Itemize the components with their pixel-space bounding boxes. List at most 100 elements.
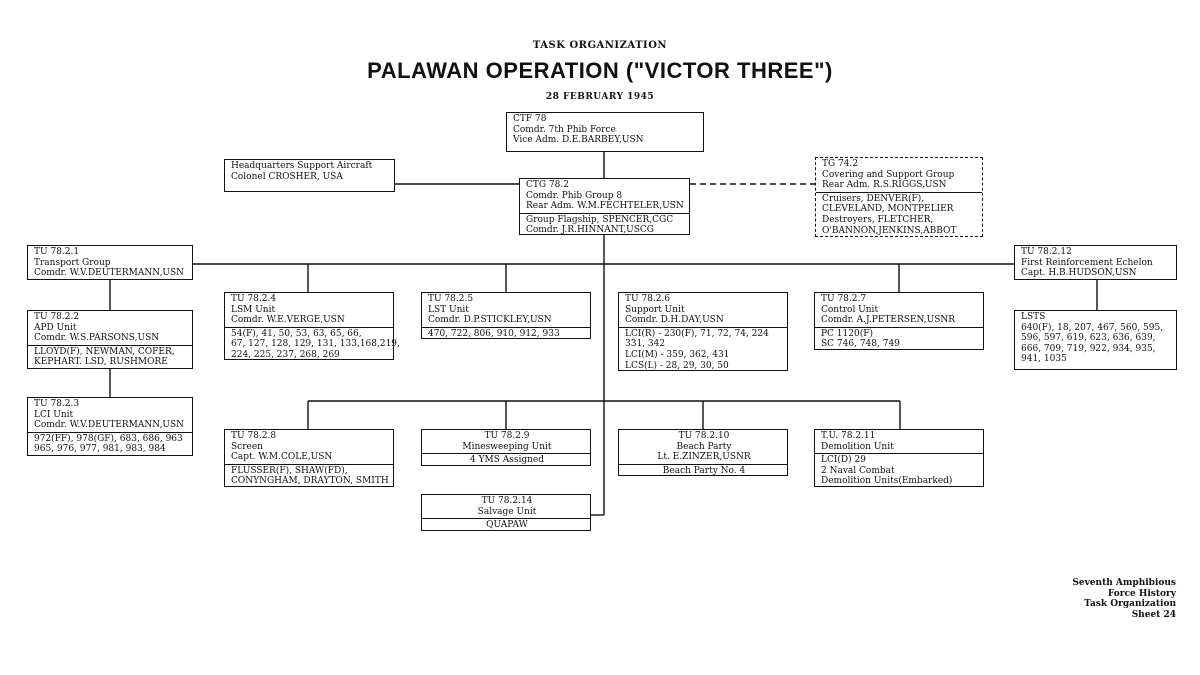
unit-text-line: PC 1120(F)	[821, 328, 873, 339]
unit-text-line: Control Unit	[821, 304, 879, 315]
unit-text-line: Salvage Unit	[477, 506, 537, 517]
unit-text-line: Comdr. W.E.VERGE,USN	[231, 315, 345, 326]
unit-text-line: Comdr. W.V.DEUTERMANN,USN	[34, 268, 185, 279]
unit-text-line: TU 78.2.6	[625, 294, 671, 304]
unit-text-line: Vice Adm. D.E.BARBEY,USN	[513, 135, 644, 146]
unit-text-line: CONYNGHAM, DRAYTON, SMITH	[231, 476, 389, 487]
unit-details: 54(F), 41, 50, 53, 63, 65, 66,67, 127, 1…	[225, 326, 400, 362]
unit-text-line: QUAPAW	[486, 520, 528, 531]
unit-text-line: TU 78.2.10	[678, 431, 730, 441]
footer-line: Sheet 24	[1131, 609, 1176, 620]
unit-text-line: LCS(L) - 28, 29, 30, 50	[625, 360, 729, 371]
unit-text-line: Capt. W.M.COLE,USN	[231, 452, 333, 463]
unit-text-line: Colonel CROSHER, USA	[231, 171, 343, 182]
unit-details: FLUSSER(F), SHAW(FD),CONYNGHAM, DRAYTON,…	[225, 463, 393, 488]
footer-line: Force History	[1107, 588, 1176, 599]
unit-text-line: O'BANNON,JENKINS,ABBOT	[822, 225, 957, 236]
unit-text-line: 965, 976, 977, 981, 983, 984	[34, 444, 166, 455]
unit-text-line: LCI Unit	[34, 409, 74, 420]
unit-details: LLOYD(F), NEWMAN, COFER,KEPHART. LSD, RU…	[28, 344, 192, 369]
unit-text-line: Comdr. D.H.DAY,USN	[625, 315, 724, 326]
date-label: 28 FEBRUARY 1945	[545, 92, 655, 102]
unit-text-line: Minesweeping Unit	[462, 441, 552, 452]
sheet-footer: Seventh Amphibious Force History Task Or…	[1072, 578, 1176, 620]
unit-text-line: TU 78.2.2	[34, 312, 80, 322]
unit-text-line: TG 74.2	[822, 159, 859, 169]
unit-text-line: T.U. 78.2.11	[821, 431, 876, 441]
page-title: PALAWAN OPERATION ("VICTOR THREE")	[367, 58, 833, 83]
unit-text-line: 666, 709, 719, 922, 934, 935,	[1021, 343, 1156, 354]
unit-text-line: Comdr. Phib Group 8	[526, 190, 623, 201]
unit-text-line: CTG 78.2	[526, 180, 569, 190]
unit-text-line: First Reinforcement Echelon	[1021, 257, 1153, 268]
unit-text-line: 640(F), 18, 207, 467, 560, 595,	[1021, 322, 1164, 333]
unit-text-line: LSTS	[1021, 312, 1046, 322]
unit-text-line: 54(F), 41, 50, 53, 63, 65, 66,	[231, 328, 362, 339]
unit-text-line: Comdr. W.V.DEUTERMANN,USN	[34, 420, 185, 431]
unit-text-line: TU 78.2.1	[34, 247, 80, 257]
unit-text-line: Cruisers, DENVER(F),	[822, 193, 925, 204]
unit-text-line: 331, 342	[625, 339, 666, 350]
unit-text-line: 4 YMS Assigned	[469, 455, 545, 466]
unit-details: PC 1120(F)SC 746, 748, 749	[815, 326, 983, 351]
unit-text-line: Destroyers, FLETCHER,	[822, 214, 934, 225]
unit-text-line: Beach Party No. 4	[662, 465, 746, 476]
unit-text-line: TU 78.2.9	[484, 431, 530, 441]
unit-text-line: 2 Naval Combat	[821, 465, 895, 476]
unit-text-line: Rear Adm. W.M.FECHTELER,USN	[526, 201, 684, 212]
unit-text-line: 972(FF), 978(GF), 683, 686, 963	[34, 433, 183, 444]
supertitle: TASK ORGANIZATION	[532, 40, 668, 51]
unit-text-line: 224, 225, 237, 268, 269	[231, 349, 340, 360]
unit-text-line: 596, 597, 619, 623, 636, 639,	[1021, 333, 1156, 344]
unit-text-line: Comdr. D.P.STICKLEY,USN	[428, 315, 552, 326]
unit-text-line: Headquarters Support Aircraft	[231, 161, 373, 171]
unit-text-line: Covering and Support Group	[822, 169, 955, 180]
unit-text-line: Screen	[231, 441, 263, 452]
unit-text-line: TU 78.2.5	[428, 294, 474, 304]
unit-text-line: Rear Adm. R.S.RIGGS,USN	[822, 180, 947, 191]
unit-text-line: Beach Party	[676, 441, 732, 452]
unit-text-line: SC 746, 748, 749	[821, 339, 900, 350]
unit-text-line: LLOYD(F), NEWMAN, COFER,	[34, 346, 175, 357]
unit-text-line: TU 78.2.14	[481, 496, 533, 506]
unit-text-line: LCI(M) - 359, 362, 431	[625, 349, 730, 360]
unit-text-line: Demolition Units(Embarked)	[821, 476, 953, 487]
unit-text-line: APD Unit	[34, 322, 77, 333]
unit-details: 4 YMS Assigned	[422, 453, 590, 467]
unit-text-line: LST Unit	[428, 304, 469, 315]
unit-text-line: LSM Unit	[231, 304, 276, 315]
unit-text-line: TU 78.2.7	[821, 294, 867, 304]
unit-text-line: Comdr. J.R.HINNANT,USCG	[526, 225, 654, 236]
unit-text-line: 941, 1035	[1021, 354, 1067, 365]
